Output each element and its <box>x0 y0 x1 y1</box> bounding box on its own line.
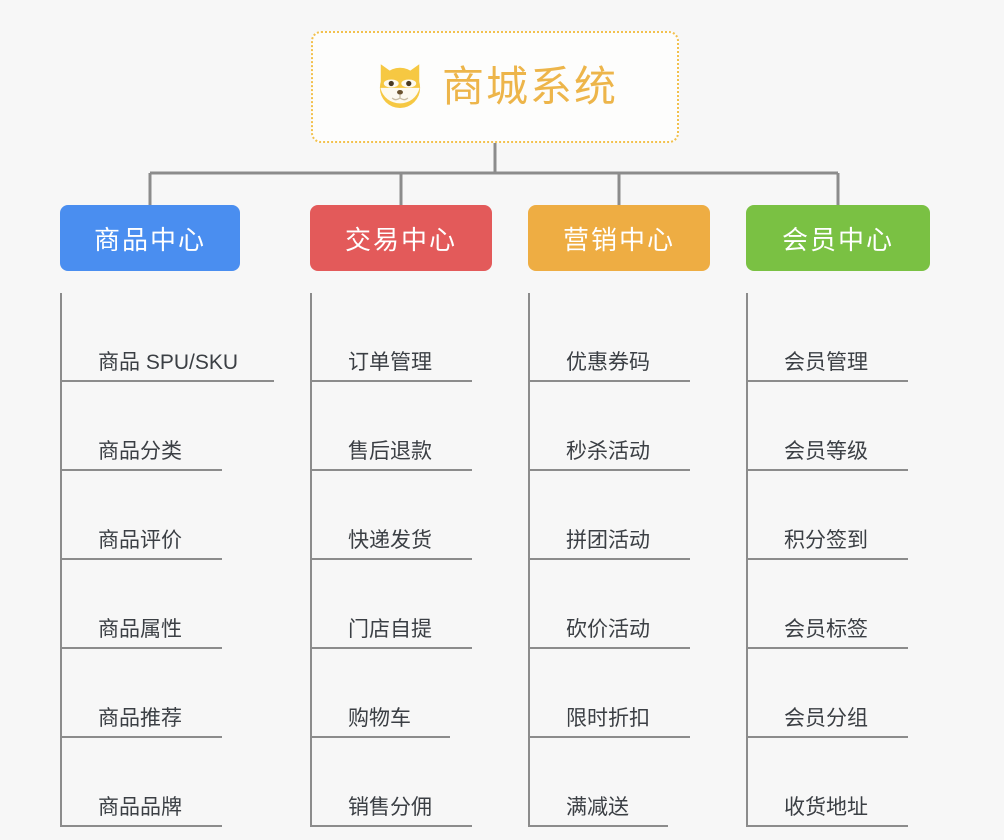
branch-item[interactable]: 订单管理 <box>310 293 492 382</box>
branch-item[interactable]: 销售分佣 <box>310 738 492 827</box>
branch-item-underline <box>528 380 690 382</box>
branch-column-3: 营销中心优惠券码秒杀活动拼团活动砍价活动限时折扣满减送 <box>528 205 710 827</box>
branch-item-label: 商品属性 <box>98 618 182 641</box>
branch-item[interactable]: 满减送 <box>528 738 710 827</box>
branch-item-label: 购物车 <box>348 707 411 730</box>
branch-item-label: 会员管理 <box>784 351 868 374</box>
branch-item[interactable]: 限时折扣 <box>528 649 710 738</box>
branch-header[interactable]: 交易中心 <box>310 205 492 271</box>
branch-trunk-line <box>528 293 530 827</box>
branch-item-label: 商品分类 <box>98 440 182 463</box>
branch-item-label: 售后退款 <box>348 440 432 463</box>
branch-item-label: 限时折扣 <box>566 707 650 730</box>
branch-item-underline <box>310 380 472 382</box>
branch-item-underline <box>310 469 472 471</box>
branch-item[interactable]: 商品品牌 <box>60 738 240 827</box>
branch-header[interactable]: 会员中心 <box>746 205 930 271</box>
branch-item-list: 商品 SPU/SKU 商品分类商品评价商品属性商品推荐商品品牌 <box>60 293 274 827</box>
branch-item-underline <box>60 825 222 827</box>
branch-item-label: 销售分佣 <box>348 796 432 819</box>
branch-trunk-line <box>60 293 62 827</box>
branch-item-underline <box>310 825 472 827</box>
branch-item-underline <box>528 736 690 738</box>
branch-column-2: 交易中心订单管理售后退款快递发货门店自提购物车销售分佣 <box>310 205 492 827</box>
branch-item-label: 快递发货 <box>348 529 432 552</box>
branch-item-underline <box>310 647 472 649</box>
branch-item[interactable]: 秒杀活动 <box>528 382 710 471</box>
branch-item-underline <box>746 647 908 649</box>
branch-item[interactable]: 商品评价 <box>60 471 240 560</box>
branch-item-list: 订单管理售后退款快递发货门店自提购物车销售分佣 <box>310 293 492 827</box>
branch-item-underline <box>528 469 690 471</box>
branch-item[interactable]: 会员分组 <box>746 649 930 738</box>
branch-column-1: 商品中心商品 SPU/SKU 商品分类商品评价商品属性商品推荐商品品牌 <box>60 205 274 827</box>
branch-column-4: 会员中心会员管理会员等级积分签到会员标签会员分组收货地址 <box>746 205 930 827</box>
branch-item-underline <box>60 558 222 560</box>
branch-item-list: 会员管理会员等级积分签到会员标签会员分组收货地址 <box>746 293 930 827</box>
branch-item[interactable]: 会员标签 <box>746 560 930 649</box>
branch-item-label: 砍价活动 <box>566 618 650 641</box>
branch-item-underline <box>310 558 472 560</box>
branch-item-label: 拼团活动 <box>566 529 650 552</box>
branch-item-underline <box>528 647 690 649</box>
branch-item-label: 订单管理 <box>348 351 432 374</box>
branch-item[interactable]: 售后退款 <box>310 382 492 471</box>
branch-item-label: 秒杀活动 <box>566 440 650 463</box>
branch-item-underline <box>60 469 222 471</box>
branch-item-underline <box>60 736 222 738</box>
branch-item[interactable]: 积分签到 <box>746 471 930 560</box>
root-title: 商城系统 <box>441 63 618 110</box>
branch-item[interactable]: 商品属性 <box>60 560 240 649</box>
branch-item[interactable]: 收货地址 <box>746 738 930 827</box>
branch-item-underline <box>746 469 908 471</box>
branch-item-label: 会员分组 <box>784 707 868 730</box>
branch-item-label: 会员等级 <box>784 440 868 463</box>
branch-item-label: 满减送 <box>566 796 629 819</box>
branch-item[interactable]: 快递发货 <box>310 471 492 560</box>
branch-item[interactable]: 拼团活动 <box>528 471 710 560</box>
shiba-dog-face-icon <box>379 64 421 108</box>
branch-item[interactable]: 优惠券码 <box>528 293 710 382</box>
branch-item-underline <box>528 558 690 560</box>
branch-trunk-line <box>310 293 312 827</box>
branch-item-underline <box>60 647 222 649</box>
branch-item-label: 优惠券码 <box>566 351 650 374</box>
branch-item-label: 商品推荐 <box>98 707 182 730</box>
branch-item-label: 商品品牌 <box>98 796 182 819</box>
branch-item-underline <box>60 380 274 382</box>
branch-trunk-line <box>746 293 748 827</box>
branch-item-underline <box>746 825 908 827</box>
branch-item-underline <box>746 558 908 560</box>
branch-item-label: 门店自提 <box>348 618 432 641</box>
branch-item[interactable]: 商品分类 <box>60 382 240 471</box>
branch-item[interactable]: 商品推荐 <box>60 649 240 738</box>
branch-item-label: 收货地址 <box>784 796 868 819</box>
branch-item-label: 会员标签 <box>784 618 868 641</box>
branch-item-underline <box>746 736 908 738</box>
branch-item[interactable]: 购物车 <box>310 649 492 738</box>
branch-item-underline <box>310 736 450 738</box>
branch-item[interactable]: 门店自提 <box>310 560 492 649</box>
branch-item-underline <box>528 825 668 827</box>
branch-item-list: 优惠券码秒杀活动拼团活动砍价活动限时折扣满减送 <box>528 293 710 827</box>
branch-item-label: 商品 SPU/SKU <box>98 351 239 374</box>
branch-item[interactable]: 砍价活动 <box>528 560 710 649</box>
branch-header[interactable]: 商品中心 <box>60 205 240 271</box>
branch-item-underline <box>746 380 908 382</box>
branch-item-label: 商品评价 <box>98 529 182 552</box>
branch-item-label: 积分签到 <box>784 529 868 552</box>
branch-item[interactable]: 会员等级 <box>746 382 930 471</box>
branch-item[interactable]: 商品 SPU/SKU <box>60 293 274 382</box>
root-node[interactable]: 商城系统 <box>311 31 679 143</box>
branch-item[interactable]: 会员管理 <box>746 293 930 382</box>
branch-header[interactable]: 营销中心 <box>528 205 710 271</box>
